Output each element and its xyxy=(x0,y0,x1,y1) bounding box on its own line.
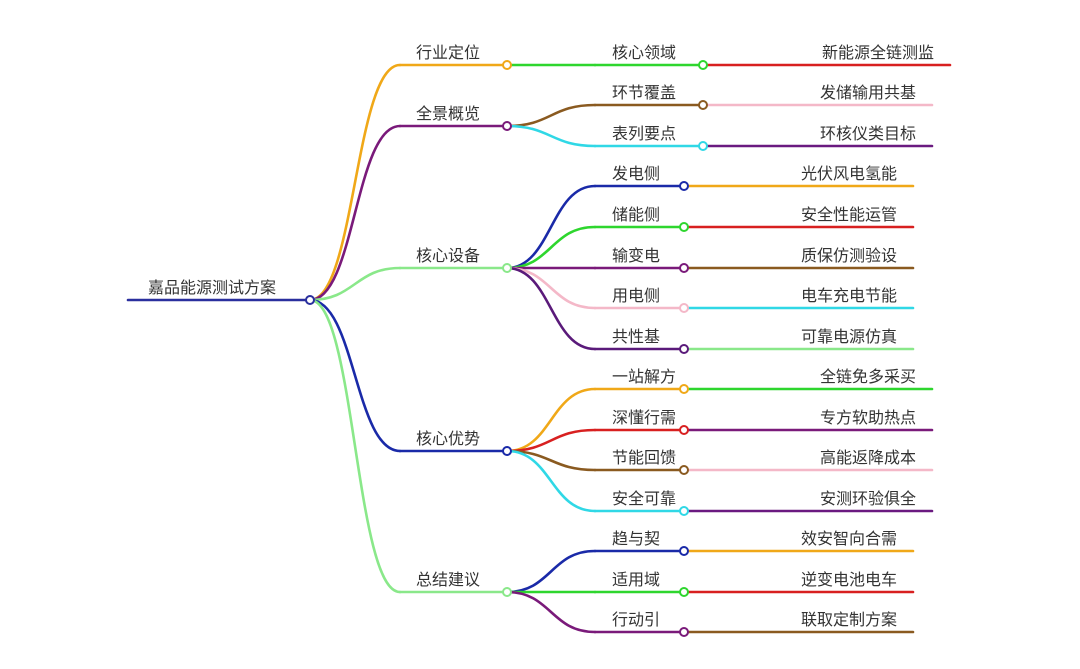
leaf-label: 专方软助热点 xyxy=(820,408,916,427)
child-node-dot[interactable] xyxy=(698,60,708,70)
child-label: 深懂行需 xyxy=(612,408,676,427)
child-node-dot[interactable] xyxy=(679,263,689,273)
child-label: 用电侧 xyxy=(612,286,660,305)
child-connector xyxy=(505,266,597,351)
child-connector xyxy=(505,225,597,270)
child-label: 输变电 xyxy=(612,246,660,265)
leaf-label: 安全性能运管 xyxy=(801,205,897,224)
leaf-label: 全链免多采买 xyxy=(820,367,916,386)
child-node-dot[interactable] xyxy=(698,100,708,110)
leaf-label: 效安智向合需 xyxy=(801,529,897,548)
leaf-label: 质保仿测验设 xyxy=(801,246,897,265)
child-label: 表列要点 xyxy=(612,124,676,143)
branch-label: 全景概览 xyxy=(416,104,480,123)
child-label: 共性基 xyxy=(612,327,660,346)
child-node-dot[interactable] xyxy=(679,181,689,191)
child-node-dot[interactable] xyxy=(679,344,689,354)
child-connector xyxy=(505,387,597,453)
branch-connector xyxy=(308,124,402,302)
child-connector xyxy=(505,184,597,270)
leaf-label: 新能源全链测监 xyxy=(822,43,934,62)
child-label: 行动引 xyxy=(612,610,660,629)
root-node-dot[interactable] xyxy=(305,295,315,305)
child-node-dot[interactable] xyxy=(679,425,689,435)
branch-node-dot[interactable] xyxy=(502,121,512,131)
branch-connector xyxy=(308,298,402,453)
leaf-label: 联取定制方案 xyxy=(801,610,897,629)
child-connector xyxy=(505,590,597,634)
child-label: 一站解方 xyxy=(612,367,676,386)
child-label: 发电侧 xyxy=(612,164,660,183)
child-label: 安全可靠 xyxy=(612,489,676,508)
child-label: 储能侧 xyxy=(612,205,660,224)
branch-label: 行业定位 xyxy=(416,43,480,62)
child-node-dot[interactable] xyxy=(679,222,689,232)
child-node-dot[interactable] xyxy=(679,465,689,475)
branch-node-dot[interactable] xyxy=(502,263,512,273)
branch-node-dot[interactable] xyxy=(502,587,512,597)
child-node-dot[interactable] xyxy=(679,506,689,516)
child-label: 环节覆盖 xyxy=(612,83,676,102)
child-connector xyxy=(505,549,597,594)
branch-label: 总结建议 xyxy=(416,570,480,589)
child-connector xyxy=(505,428,597,453)
child-node-dot[interactable] xyxy=(679,627,689,637)
branch-node-dot[interactable] xyxy=(502,60,512,70)
leaf-label: 可靠电源仿真 xyxy=(801,327,897,346)
child-connector xyxy=(505,124,597,148)
leaf-label: 发储输用共基 xyxy=(820,83,916,102)
child-label: 趋与契 xyxy=(612,529,660,548)
child-connector xyxy=(505,103,597,128)
leaf-label: 高能返降成本 xyxy=(820,448,916,467)
branch-node-dot[interactable] xyxy=(502,446,512,456)
branch-connector xyxy=(308,63,402,302)
child-connector xyxy=(505,266,597,310)
child-node-dot[interactable] xyxy=(698,141,708,151)
child-node-dot[interactable] xyxy=(679,384,689,394)
leaf-label: 逆变电池电车 xyxy=(801,570,897,589)
child-node-dot[interactable] xyxy=(679,303,689,313)
branch-connector xyxy=(308,266,402,302)
leaf-label: 环核仪类目标 xyxy=(820,124,916,143)
branch-label: 核心设备 xyxy=(416,246,480,265)
leaf-label: 安测环验俱全 xyxy=(820,489,916,508)
child-label: 适用域 xyxy=(612,570,660,589)
leaf-label: 电车充电节能 xyxy=(801,286,897,305)
child-label: 核心领域 xyxy=(612,43,676,62)
leaf-label: 光伏风电氢能 xyxy=(801,164,897,183)
mindmap-links xyxy=(126,63,952,634)
branch-connector xyxy=(308,298,402,594)
child-connector xyxy=(505,449,597,513)
child-node-dot[interactable] xyxy=(679,546,689,556)
child-node-dot[interactable] xyxy=(679,587,689,597)
branch-label: 核心优势 xyxy=(416,429,480,448)
root-node-label: 嘉品能源测试方案 xyxy=(148,278,276,297)
child-label: 节能回馈 xyxy=(612,448,676,467)
